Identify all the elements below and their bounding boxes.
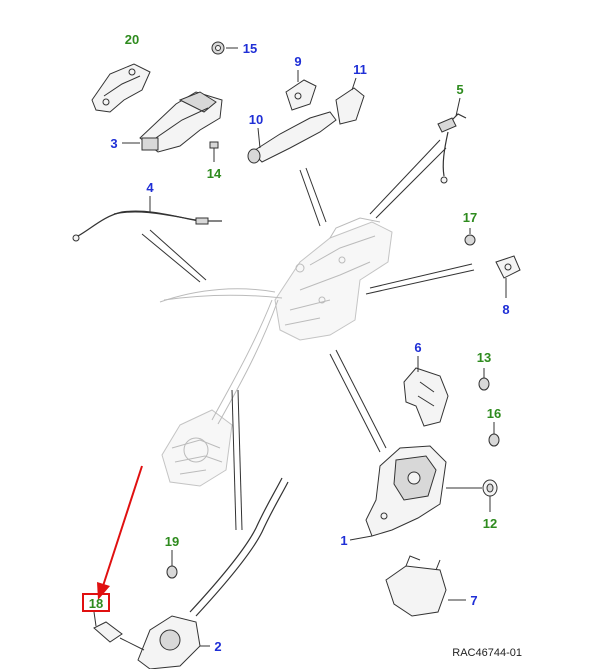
callout-17: 17	[463, 210, 477, 225]
part-8-striker	[495, 255, 521, 298]
part-20-bracket	[91, 63, 151, 113]
callout-13: 13	[477, 350, 491, 365]
callout-9: 9	[294, 54, 301, 69]
part-4-cable	[72, 196, 222, 242]
callout-12: 12	[483, 516, 497, 531]
callout-6: 6	[414, 340, 421, 355]
callout-10: 10	[249, 112, 263, 127]
callout-19: 19	[165, 534, 179, 549]
callout-15: 15	[243, 41, 257, 56]
leader-lines	[141, 139, 475, 531]
highlight-box-18	[82, 593, 110, 612]
callout-7: 7	[470, 593, 477, 608]
callout-2: 2	[214, 639, 221, 654]
part-16-bolt	[488, 422, 500, 447]
part-15-nut	[211, 41, 238, 55]
callout-18: 18	[89, 596, 103, 611]
callout-3: 3	[110, 136, 117, 151]
part-2-actuator	[137, 477, 289, 669]
part-11-cover	[335, 77, 365, 125]
part-17-clip	[464, 228, 476, 246]
part-13-grommet	[478, 368, 490, 391]
callout-14: 14	[207, 166, 222, 181]
callout-16: 16	[487, 406, 501, 421]
part-7-cover	[385, 555, 466, 617]
part-6-shield	[403, 356, 449, 427]
part-18-connector	[93, 611, 145, 651]
part-19-clip	[166, 550, 178, 579]
callout-labels: 20 15 9 11 5 3 10 14 4 17 8 6 13 16 12 1…	[82, 32, 510, 654]
part-1-latch	[349, 445, 447, 541]
part-10-outside-handle	[247, 111, 337, 164]
callout-20: 20	[125, 32, 139, 47]
part-12-grommet	[446, 479, 498, 512]
callout-4: 4	[146, 180, 154, 195]
callout-1: 1	[340, 533, 347, 548]
callout-11: 11	[353, 62, 367, 77]
part-9-cap	[285, 70, 317, 111]
diagram-reference-code: RAC46744-01	[452, 647, 522, 659]
part-3-handle-carrier	[122, 91, 223, 153]
ghost-door-assembly	[159, 217, 393, 487]
part-14-screw	[209, 141, 219, 162]
callout-5: 5	[456, 82, 463, 97]
callout-8: 8	[502, 302, 509, 317]
highlight-arrow	[97, 465, 143, 600]
part-5-release-cable	[437, 97, 467, 184]
